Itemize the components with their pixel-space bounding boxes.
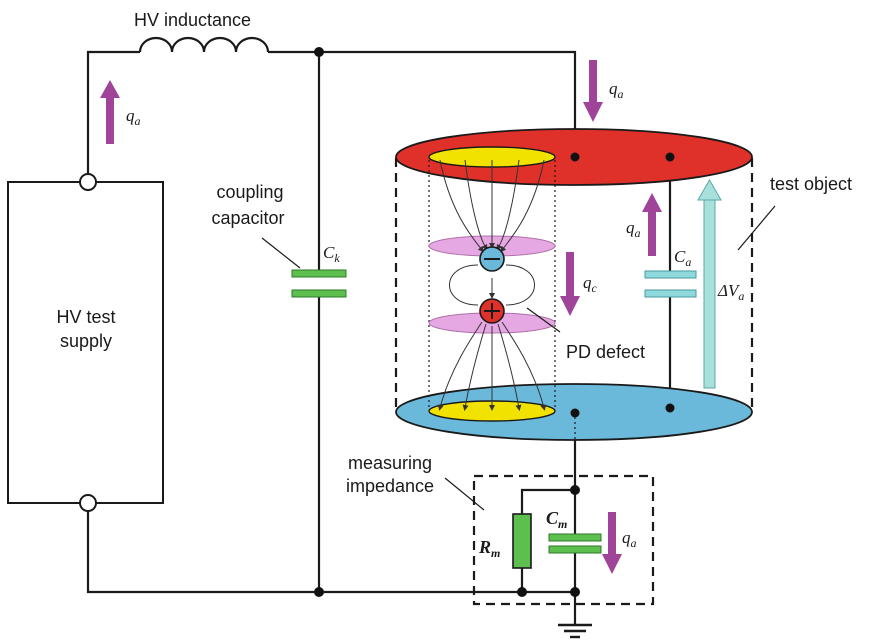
rm-label: Rm <box>478 537 500 560</box>
charge-arrow-qc <box>560 252 580 316</box>
hv-test-supply-label-1: HV test <box>56 307 115 327</box>
charge-arrow-inner <box>642 193 662 256</box>
hv-inductance-label: HV inductance <box>134 10 251 30</box>
hv-test-supply-label-2: supply <box>60 331 112 351</box>
charge-arrow-left <box>100 80 120 144</box>
qa-label-left: qa <box>126 106 141 128</box>
ca-label: Ca <box>674 247 691 269</box>
coupling-capacitor-leader <box>261 237 301 269</box>
ck-label: Ck <box>323 243 340 265</box>
measuring-resistor <box>512 513 532 569</box>
cm-label: Cm <box>546 508 567 531</box>
qa-label-measuring: qa <box>622 528 637 550</box>
pd-defect-label: PD defect <box>566 342 645 362</box>
coupling-capacitor-label-1: coupling <box>216 182 283 202</box>
qc-label: qc <box>583 273 598 295</box>
hv-inductance-coil <box>138 36 270 53</box>
supply-top-terminal <box>79 173 97 191</box>
pd-defect-leader <box>526 307 561 333</box>
ground-icon <box>558 623 592 639</box>
defect-column <box>428 159 556 411</box>
measuring-impedance-label-1: measuring <box>348 453 432 473</box>
test-object-capacitor <box>644 270 697 298</box>
charge-arrow-measuring <box>602 512 622 574</box>
coupling-capacitor <box>291 269 347 298</box>
measuring-impedance-box <box>472 474 655 606</box>
test-object-label: test object <box>770 174 852 194</box>
qa-label-top: qa <box>609 79 624 101</box>
measuring-capacitor <box>548 533 602 554</box>
measuring-impedance-label-2: impedance <box>346 476 434 496</box>
charge-arrow-top <box>583 60 603 122</box>
voltage-arrow <box>697 178 722 389</box>
junction-dots <box>314 47 580 597</box>
qa-label-inner: qa <box>626 218 641 240</box>
coupling-capacitor-label-2: capacitor <box>211 208 284 228</box>
supply-bottom-terminal <box>79 494 97 512</box>
test-object-leader <box>737 205 776 251</box>
delta-va-label: ΔVa <box>717 281 744 303</box>
test-object-cylinder <box>394 128 754 441</box>
measuring-impedance-leader <box>444 477 485 511</box>
